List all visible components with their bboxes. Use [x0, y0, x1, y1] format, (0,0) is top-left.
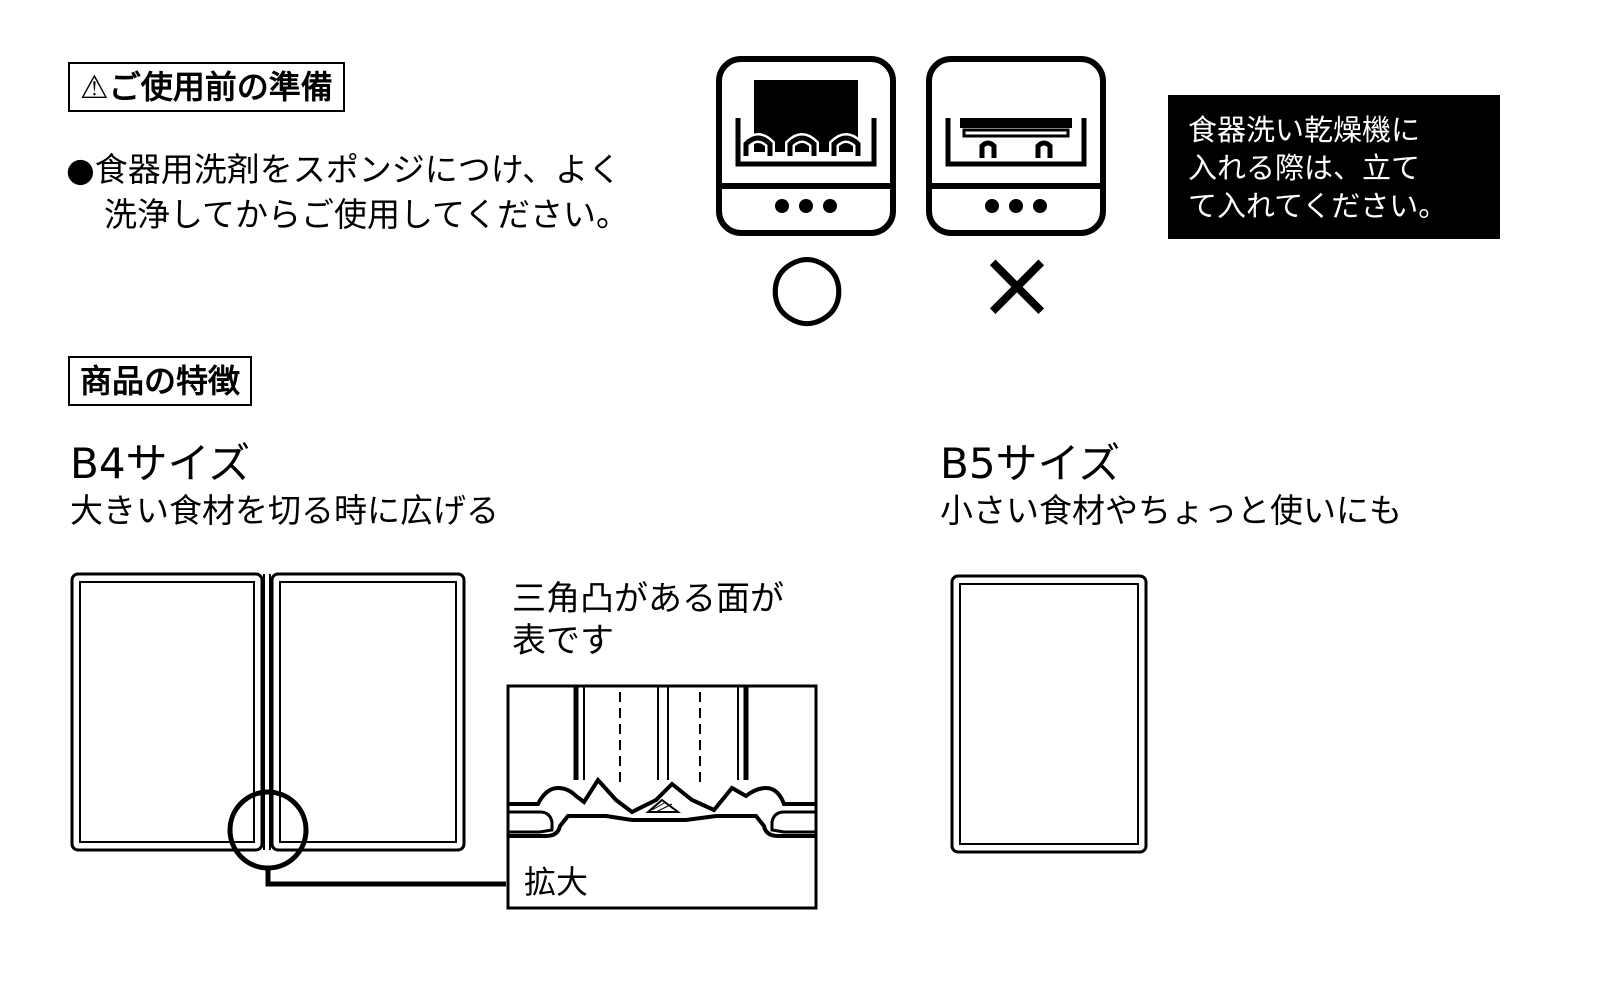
notice-line-2: 入れる際は、立て [1188, 151, 1421, 185]
b4-board-illustration [70, 572, 506, 887]
dishwasher-notice-box: 食器洗い乾燥機に 入れる際は、立て て入れてください。 [1168, 95, 1500, 239]
prep-title-text: ご使用前の準備 [108, 68, 333, 106]
surface-note-line2: 表です [512, 621, 614, 661]
zoom-circle [227, 789, 309, 871]
zoom-detail-illustration [506, 684, 818, 910]
b4-size-title: B4サイズ [70, 439, 251, 488]
warning-icon: ⚠ [80, 68, 109, 106]
b5-size-description: 小さい食材やちょっと使いにも [940, 491, 1402, 530]
prep-instruction-line2: 洗浄してからご使用してください。 [104, 195, 630, 234]
b4-size-description: 大きい食材を切る時に広げる [70, 491, 499, 530]
dishwasher-upright-icon [716, 56, 896, 236]
b5-board-illustration [950, 574, 1148, 854]
features-section-title: 商品の特徴 [68, 356, 253, 406]
notice-line-1: 食器洗い乾燥機に [1188, 113, 1421, 147]
zoom-connector-line [265, 868, 506, 887]
dishwasher-flat-icon [926, 56, 1106, 236]
prep-section-title: ⚠ご使用前の準備 [68, 62, 345, 112]
ok-mark: ○ [767, 232, 847, 337]
b5-size-title: B5サイズ [940, 439, 1121, 488]
prep-instruction-line1: ●食器用洗剤をスポンジにつけ、よく [66, 150, 622, 189]
zoom-label: 拡大 [524, 863, 589, 901]
ng-mark: × [976, 228, 1058, 340]
notice-line-3: て入れてください。 [1188, 189, 1448, 223]
surface-note-line1: 三角凸がある面が [512, 579, 784, 619]
